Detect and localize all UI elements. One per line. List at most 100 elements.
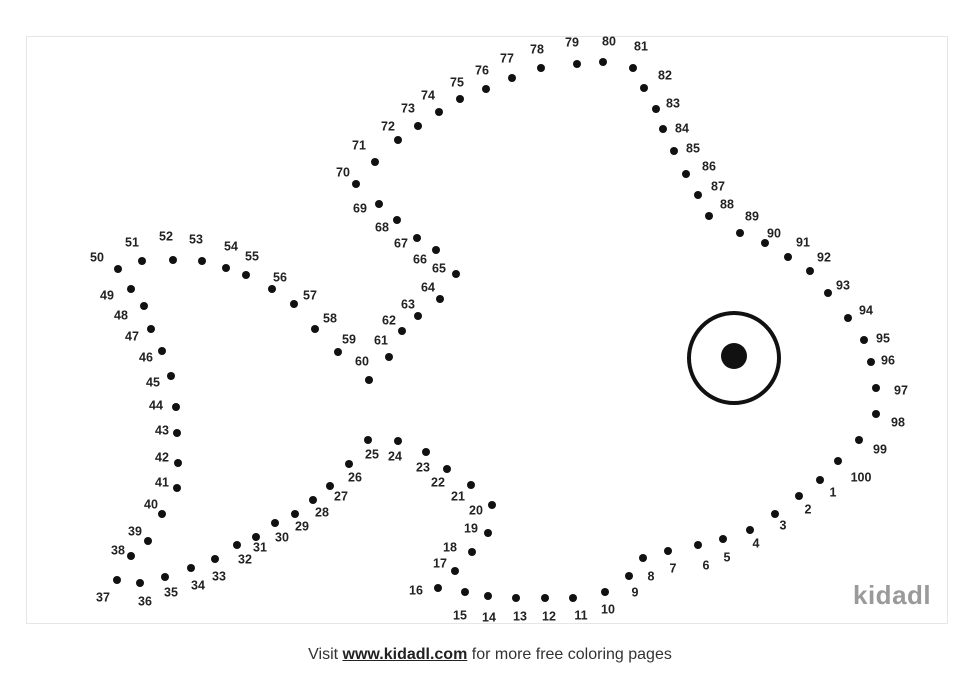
footer-prefix: Visit xyxy=(308,646,343,663)
dot-number-17: 17 xyxy=(433,556,447,570)
dot-number-80: 80 xyxy=(602,34,616,48)
puzzle-dot-100 xyxy=(834,457,842,465)
puzzle-dot-77 xyxy=(508,74,516,82)
dot-number-45: 45 xyxy=(146,375,160,389)
puzzle-dot-4 xyxy=(746,526,754,534)
eye-pupil xyxy=(721,343,747,369)
dot-number-9: 9 xyxy=(632,585,639,599)
puzzle-dot-94 xyxy=(844,314,852,322)
dot-number-29: 29 xyxy=(295,519,309,533)
dot-number-59: 59 xyxy=(342,332,356,346)
puzzle-dot-98 xyxy=(872,410,880,418)
puzzle-dot-50 xyxy=(114,265,122,273)
dot-number-100: 100 xyxy=(851,470,872,484)
puzzle-dot-42 xyxy=(174,459,182,467)
puzzle-dot-71 xyxy=(371,158,379,166)
puzzle-dot-31 xyxy=(252,533,260,541)
puzzle-dot-75 xyxy=(456,95,464,103)
dot-number-2: 2 xyxy=(805,502,812,516)
puzzle-dot-79 xyxy=(573,60,581,68)
dot-number-56: 56 xyxy=(273,270,287,284)
puzzle-dot-56 xyxy=(268,285,276,293)
puzzle-dot-22 xyxy=(443,465,451,473)
puzzle-dot-78 xyxy=(537,64,545,72)
puzzle-dot-41 xyxy=(173,484,181,492)
footer-suffix: for more free coloring pages xyxy=(467,646,672,663)
dot-number-97: 97 xyxy=(894,383,908,397)
dot-number-5: 5 xyxy=(724,550,731,564)
dot-number-63: 63 xyxy=(401,297,415,311)
puzzle-dot-87 xyxy=(694,191,702,199)
puzzle-dot-97 xyxy=(872,384,880,392)
puzzle-dot-99 xyxy=(855,436,863,444)
dot-number-72: 72 xyxy=(381,119,395,133)
dot-number-30: 30 xyxy=(275,530,289,544)
dot-number-76: 76 xyxy=(475,63,489,77)
puzzle-dot-7 xyxy=(664,547,672,555)
dot-number-22: 22 xyxy=(431,475,445,489)
puzzle-dot-2 xyxy=(795,492,803,500)
dot-number-86: 86 xyxy=(702,159,716,173)
dot-number-94: 94 xyxy=(859,303,873,317)
puzzle-dot-43 xyxy=(173,429,181,437)
puzzle-dot-35 xyxy=(161,573,169,581)
puzzle-dot-52 xyxy=(169,256,177,264)
dot-number-3: 3 xyxy=(780,518,787,532)
puzzle-dot-37 xyxy=(113,576,121,584)
dot-number-98: 98 xyxy=(891,415,905,429)
dot-number-77: 77 xyxy=(500,51,514,65)
dot-number-96: 96 xyxy=(881,353,895,367)
puzzle-dot-33 xyxy=(211,555,219,563)
puzzle-dot-46 xyxy=(158,347,166,355)
puzzle-dot-34 xyxy=(187,564,195,572)
dot-number-47: 47 xyxy=(125,329,139,343)
dot-number-91: 91 xyxy=(796,235,810,249)
dot-number-21: 21 xyxy=(451,489,465,503)
dot-number-39: 39 xyxy=(128,524,142,538)
dot-number-15: 15 xyxy=(453,608,467,622)
dot-number-1: 1 xyxy=(830,485,837,499)
puzzle-dot-19 xyxy=(484,529,492,537)
dot-number-10: 10 xyxy=(601,602,615,616)
puzzle-dot-90 xyxy=(761,239,769,247)
puzzle-dot-85 xyxy=(670,147,678,155)
puzzle-dot-45 xyxy=(167,372,175,380)
puzzle-dot-58 xyxy=(311,325,319,333)
dot-number-25: 25 xyxy=(365,447,379,461)
dot-number-53: 53 xyxy=(189,232,203,246)
dot-number-46: 46 xyxy=(139,350,153,364)
puzzle-dot-69 xyxy=(375,200,383,208)
puzzle-dot-96 xyxy=(867,358,875,366)
puzzle-dot-38 xyxy=(127,552,135,560)
puzzle-dot-82 xyxy=(640,84,648,92)
puzzle-dot-86 xyxy=(682,170,690,178)
dot-number-42: 42 xyxy=(155,450,169,464)
dot-number-33: 33 xyxy=(212,569,226,583)
dot-number-4: 4 xyxy=(753,536,760,550)
puzzle-dot-95 xyxy=(860,336,868,344)
dot-number-99: 99 xyxy=(873,442,887,456)
puzzle-dot-12 xyxy=(541,594,549,602)
dot-number-24: 24 xyxy=(388,449,402,463)
coloring-sheet xyxy=(26,36,948,624)
dot-number-48: 48 xyxy=(114,308,128,322)
puzzle-dot-48 xyxy=(140,302,148,310)
puzzle-dot-1 xyxy=(816,476,824,484)
eye-ring xyxy=(687,311,781,405)
dot-number-6: 6 xyxy=(703,558,710,572)
puzzle-dot-11 xyxy=(569,594,577,602)
kidadl-link[interactable]: www.kidadl.com xyxy=(342,646,468,663)
puzzle-dot-3 xyxy=(771,510,779,518)
puzzle-dot-76 xyxy=(482,85,490,93)
puzzle-dot-80 xyxy=(599,58,607,66)
dot-number-40: 40 xyxy=(144,497,158,511)
dot-number-67: 67 xyxy=(394,236,408,250)
puzzle-dot-36 xyxy=(136,579,144,587)
puzzle-dot-72 xyxy=(394,136,402,144)
puzzle-dot-15 xyxy=(461,588,469,596)
kidadl-logo: kidadl xyxy=(853,580,932,610)
dot-number-62: 62 xyxy=(382,313,396,327)
dot-number-36: 36 xyxy=(138,594,152,608)
puzzle-dot-17 xyxy=(451,567,459,575)
puzzle-dot-5 xyxy=(719,535,727,543)
